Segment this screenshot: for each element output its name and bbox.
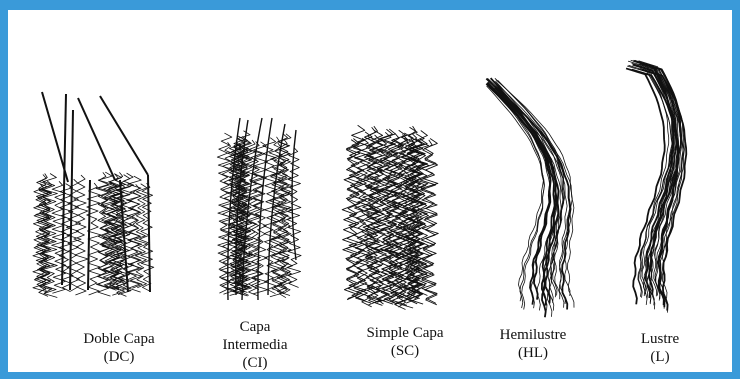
fiber-drawing-dc — [33, 92, 154, 298]
fiber-drawing-sc — [342, 125, 438, 309]
label-lustre: Lustre (L) — [615, 330, 705, 366]
label-capa-intermedia: Capa Intermedia (CI) — [200, 318, 310, 372]
label-hemilustre: Hemilustre (HL) — [478, 326, 588, 362]
fiber-drawing-ci — [217, 118, 301, 300]
label-code: (DC) — [54, 348, 184, 366]
label-name: Lustre — [615, 330, 705, 348]
label-name: Hemilustre — [478, 326, 588, 344]
label-name: Capa Intermedia — [215, 318, 295, 354]
fiber-drawing-l — [626, 60, 686, 312]
fiber-drawing-hl — [486, 78, 574, 317]
fiber-strand — [287, 148, 301, 288]
label-code: (L) — [615, 348, 705, 366]
fiber-strand — [487, 83, 550, 300]
label-code: (SC) — [340, 342, 470, 360]
label-doble-capa: Doble Capa (DC) — [54, 330, 184, 366]
label-code: (CI) — [200, 354, 310, 372]
fiber-strand — [70, 110, 73, 290]
fiber-strand — [88, 180, 90, 290]
label-name: Simple Capa — [340, 324, 470, 342]
fiber-strand — [74, 175, 88, 295]
label-name: Doble Capa — [54, 330, 184, 348]
label-code: (HL) — [478, 344, 588, 362]
label-simple-capa: Simple Capa (SC) — [340, 324, 470, 360]
